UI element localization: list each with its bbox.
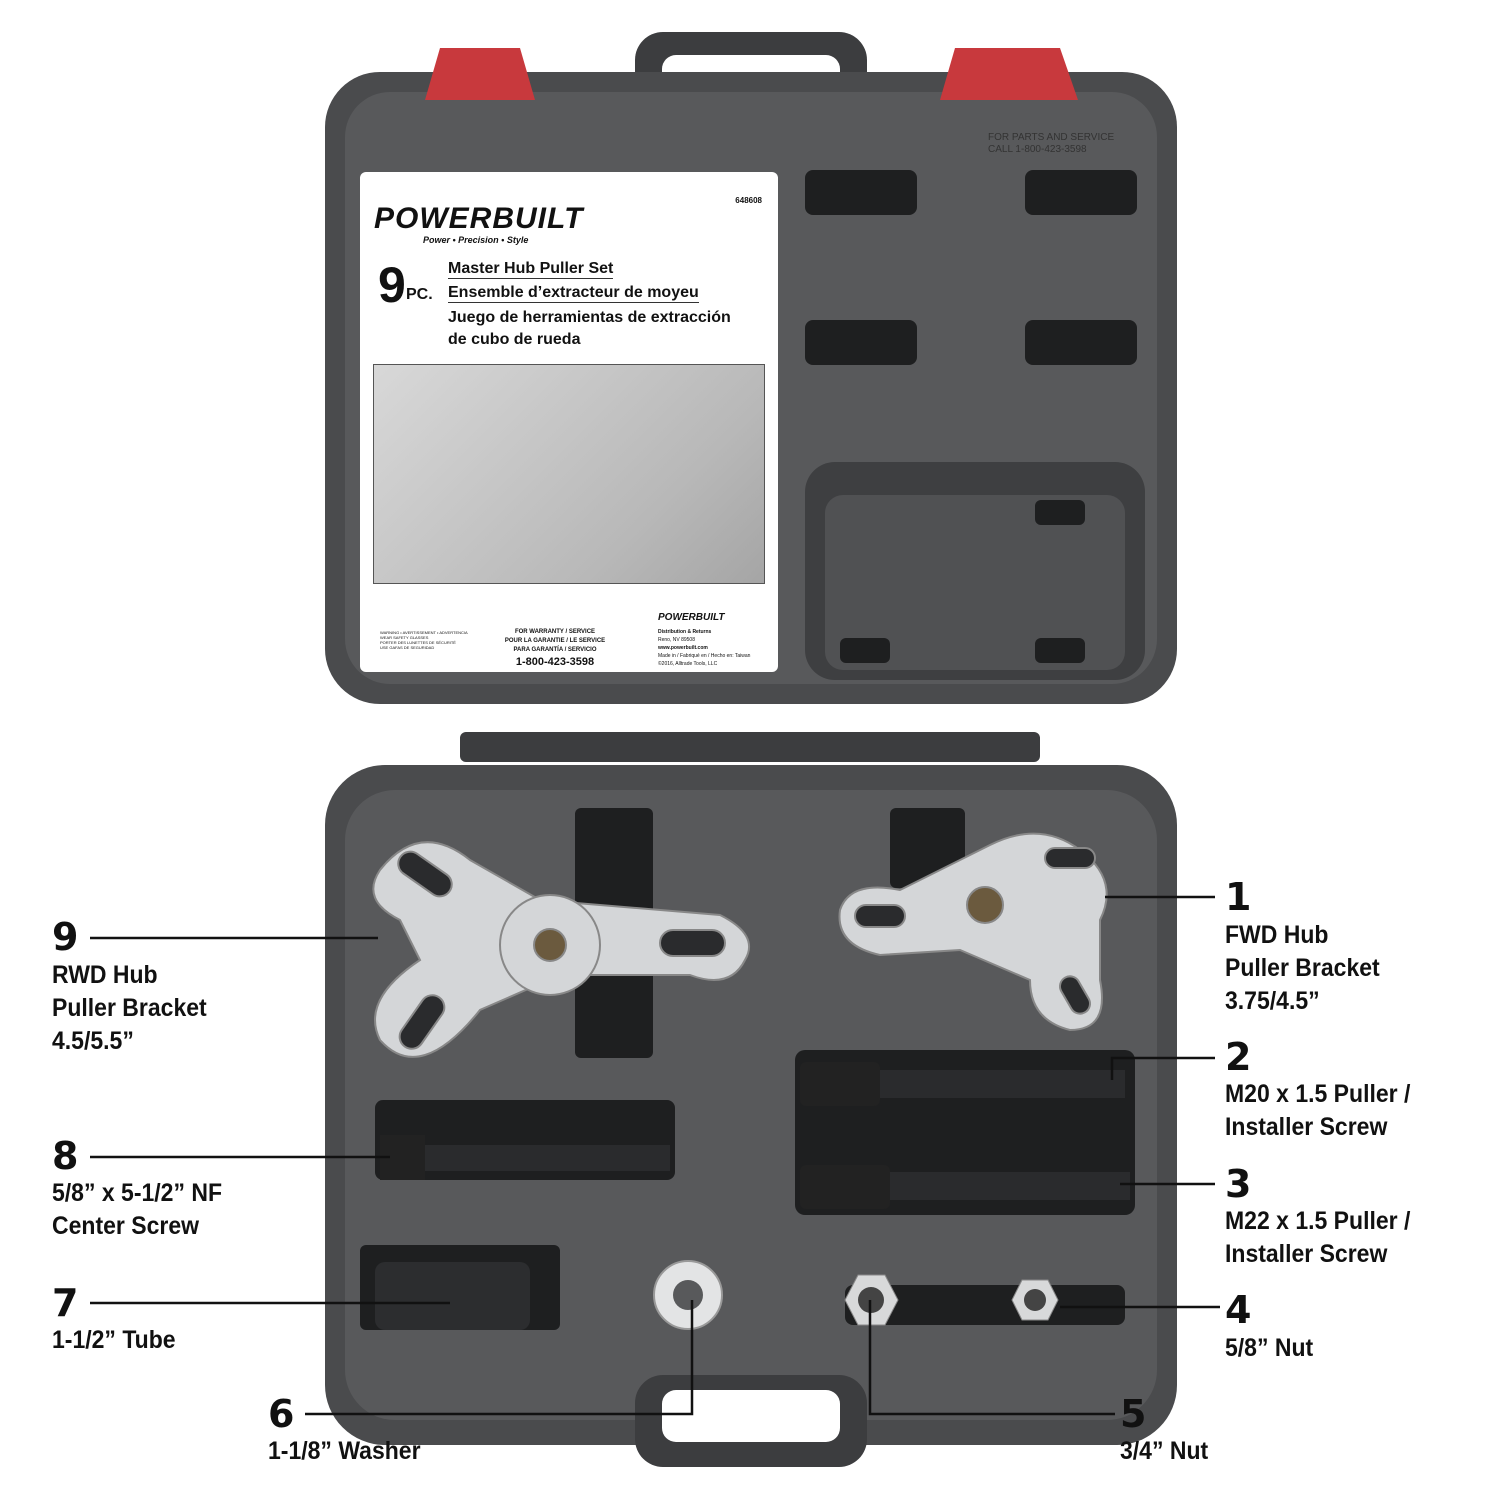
title-en: Master Hub Puller Set [448, 260, 614, 279]
callout-number-3: 3 [1225, 1162, 1252, 1206]
part-number: 648608 [735, 196, 762, 205]
callout-number-8: 8 [52, 1134, 79, 1178]
washer [653, 1260, 723, 1330]
m20-screw [800, 1062, 1125, 1106]
title-es-1: Juego de herramientas de extracción [448, 309, 731, 326]
callout-number-2: 2 [1225, 1035, 1252, 1079]
title-es-2: de cubo de rueda [448, 331, 581, 348]
footer-brand-logo: POWERBUILT [658, 612, 725, 623]
left-latch [425, 48, 535, 100]
brand-tagline: Power • Precision • Style [423, 235, 529, 245]
callout-label-5: 3/4” Nut [1120, 1437, 1209, 1465]
callout-number-5: 5 [1120, 1392, 1147, 1436]
callout-label-7: 1-1/2” Tube [52, 1326, 176, 1354]
callout-label-2: M20 x 1.5 Puller /Installer Screw [1225, 1080, 1411, 1141]
hinge [460, 732, 1040, 762]
callout-number-6: 6 [268, 1392, 295, 1436]
lid-embossed-text-1: FOR PARTS AND SERVICE [988, 132, 1114, 143]
callout-label-3: M22 x 1.5 Puller /Installer Screw [1225, 1207, 1411, 1268]
piece-count: 9 [378, 257, 406, 313]
right-latch [940, 48, 1078, 100]
m22-screw [800, 1165, 1130, 1209]
lid-embossed-text-2: CALL 1-800-423-3598 [988, 144, 1087, 155]
product-label-card: 648608 POWERBUILT Power • Precision • St… [360, 172, 778, 672]
brand-logo: POWERBUILT [374, 202, 584, 235]
callout-number-7: 7 [52, 1281, 79, 1325]
warranty-phone: 1-800-423-3598 [515, 656, 595, 668]
callout-label-6: 1-1/8” Washer [268, 1437, 421, 1465]
product-photo [373, 364, 765, 584]
piece-unit: PC. [406, 286, 433, 303]
rwd-hub-puller-bracket [372, 841, 750, 1058]
lid-recesses [805, 170, 1137, 365]
callout-number-9: 9 [52, 915, 79, 959]
callout-number-4: 4 [1225, 1288, 1252, 1332]
tube [375, 1262, 530, 1330]
title-fr: Ensemble d’extracteur de moyeu [448, 284, 699, 303]
callout-label-4: 5/8” Nut [1225, 1334, 1314, 1362]
nut-5-8 [1011, 1279, 1059, 1321]
callout-number-1: 1 [1225, 875, 1252, 919]
fwd-hub-puller-bracket [838, 832, 1108, 1032]
callout-lines [90, 895, 1220, 1416]
